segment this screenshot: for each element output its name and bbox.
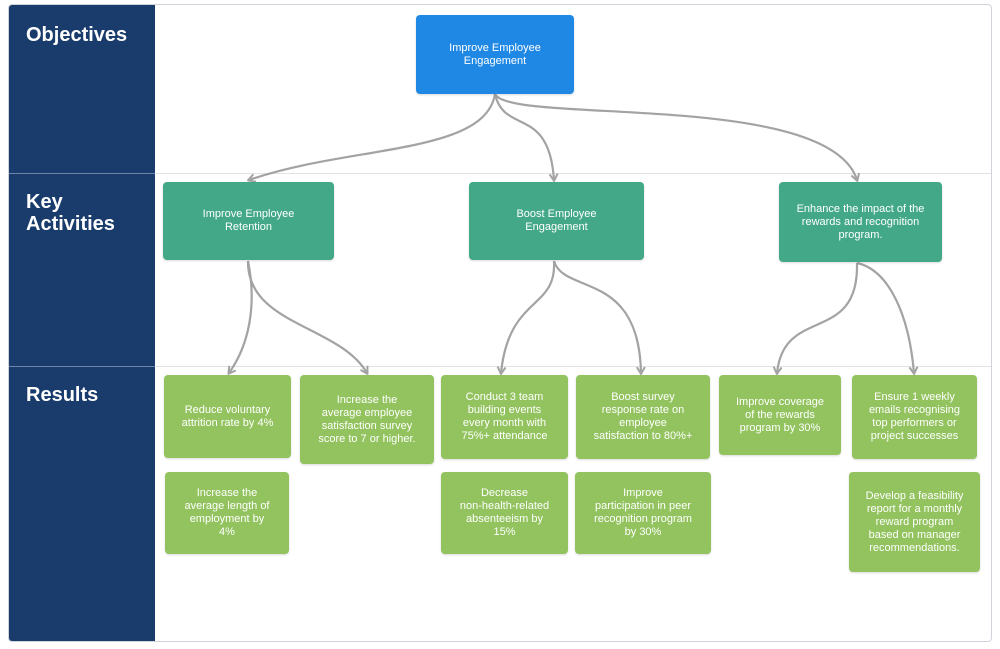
activity-box-engagement: Boost Employee Engagement: [469, 182, 644, 260]
diagram-frame: Objectives Key Activities Results Improv…: [8, 4, 992, 642]
lane-divider: [155, 366, 991, 367]
result-box-feasibility-report: Develop a feasibility report for a month…: [849, 472, 980, 572]
objective-box: Improve Employee Engagement: [416, 15, 574, 94]
connector-objective-to-engagement: [493, 93, 559, 182]
connector-engagement-to-survey-response: [552, 260, 646, 375]
lane-divider: [155, 173, 991, 174]
lane-divider: [9, 173, 155, 174]
result-box-weekly-emails: Ensure 1 weekly emails recognising top p…: [852, 375, 977, 459]
result-box-reduce-attrition: Reduce voluntary attrition rate by 4%: [164, 375, 291, 458]
result-box-team-events: Conduct 3 team building events every mon…: [441, 375, 568, 459]
activity-box-rewards: Enhance the impact of the rewards and re…: [779, 182, 942, 262]
result-box-employment-length: Increase the average length of employmen…: [165, 472, 289, 554]
connector-retention-to-satisfaction-score: [246, 260, 369, 375]
connector-objective-to-rewards: [494, 93, 860, 182]
lane-divider: [9, 366, 155, 367]
result-box-satisfaction-score: Increase the average employee satisfacti…: [300, 375, 434, 464]
result-box-survey-response: Boost survey response rate on employee s…: [576, 375, 710, 459]
connector-retention-to-reduce-attrition: [227, 260, 253, 375]
result-box-peer-recognition: Improve participation in peer recognitio…: [575, 472, 711, 554]
result-box-rewards-coverage: Improve coverage of the rewards program …: [719, 375, 841, 455]
lane-label-column: Objectives Key Activities Results: [9, 5, 155, 641]
connector-rewards-to-weekly-emails: [856, 261, 919, 375]
connector-rewards-to-coverage: [772, 262, 859, 375]
connector-engagement-to-team-events: [496, 260, 556, 375]
lane-title-key-activities: Key Activities: [26, 191, 115, 235]
result-box-absenteeism: Decrease non-health-related absenteeism …: [441, 472, 568, 554]
lane-title-objectives: Objectives: [26, 24, 128, 46]
lane-title-results: Results: [26, 384, 99, 406]
connector-objective-to-retention: [247, 93, 497, 183]
activity-box-retention: Improve Employee Retention: [163, 182, 334, 260]
connector-layer: [227, 93, 919, 375]
